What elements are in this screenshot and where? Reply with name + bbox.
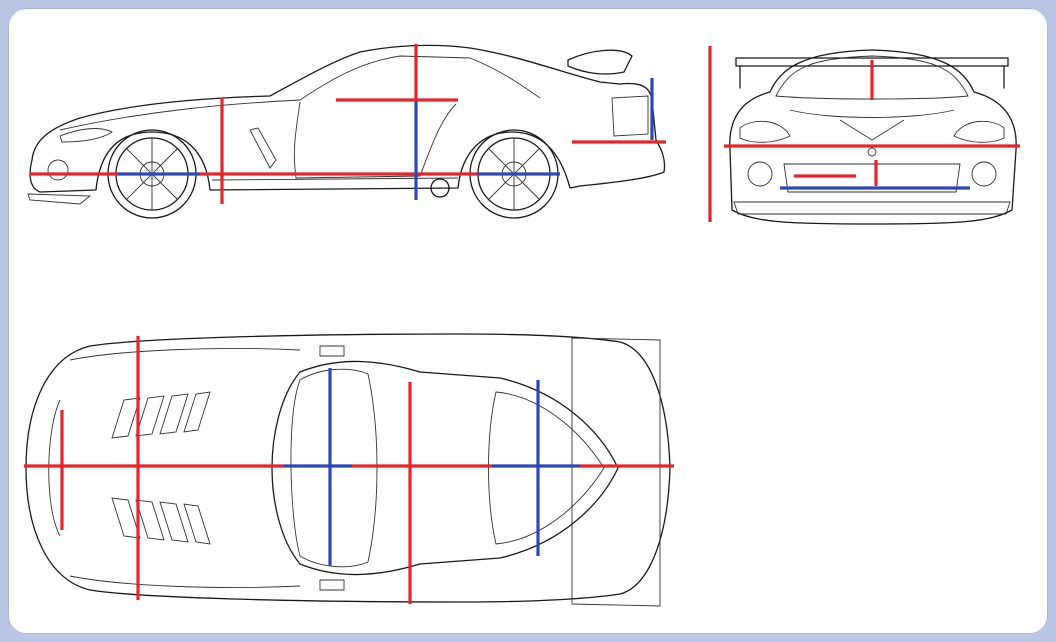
front-windshield: [775, 55, 969, 100]
front-foglight-right: [971, 161, 997, 187]
front-headlight-left: [739, 120, 791, 143]
side-foglight: [47, 159, 69, 181]
side-window-line: [299, 55, 541, 101]
side-sill-line: [211, 177, 459, 181]
top-hood-edge-lower: [69, 575, 301, 588]
side-splitter: [27, 193, 92, 205]
side-taillight: [611, 95, 649, 137]
side-vent: [249, 127, 277, 169]
top-rear-glass: [488, 391, 605, 545]
side-rear-wing: [567, 49, 633, 75]
front-badge: [867, 147, 877, 157]
front-rear-wing: [735, 57, 1009, 67]
top-mirror-left: [319, 345, 345, 357]
front-grille: [783, 163, 961, 193]
side-hood-line: [59, 99, 301, 131]
front-foglight-left: [747, 161, 773, 187]
top-nose-line: [48, 399, 61, 537]
front-view: [708, 46, 1020, 225]
blueprint-panel: [8, 8, 1048, 634]
side-headlight: [59, 128, 113, 143]
top-cabin: [271, 360, 619, 576]
front-hood: [789, 109, 955, 141]
side-exhaust: [430, 178, 450, 198]
front-headlight-right: [953, 120, 1005, 143]
front-splitter: [733, 201, 1011, 215]
top-hood-vents-lower: [111, 497, 211, 545]
front-body-outline: [729, 49, 1017, 225]
top-mirror-right: [319, 579, 345, 591]
top-windshield: [290, 368, 378, 568]
blueprint-canvas: [24, 44, 1020, 607]
side-view: [27, 44, 666, 219]
top-rear-wing: [571, 337, 661, 607]
top-view: [24, 333, 674, 607]
top-body-outline: [25, 333, 671, 603]
top-hood-vents-upper: [111, 391, 211, 439]
side-door-line: [293, 101, 457, 179]
side-body-outline: [29, 44, 666, 193]
top-hood-edge-upper: [69, 348, 301, 361]
